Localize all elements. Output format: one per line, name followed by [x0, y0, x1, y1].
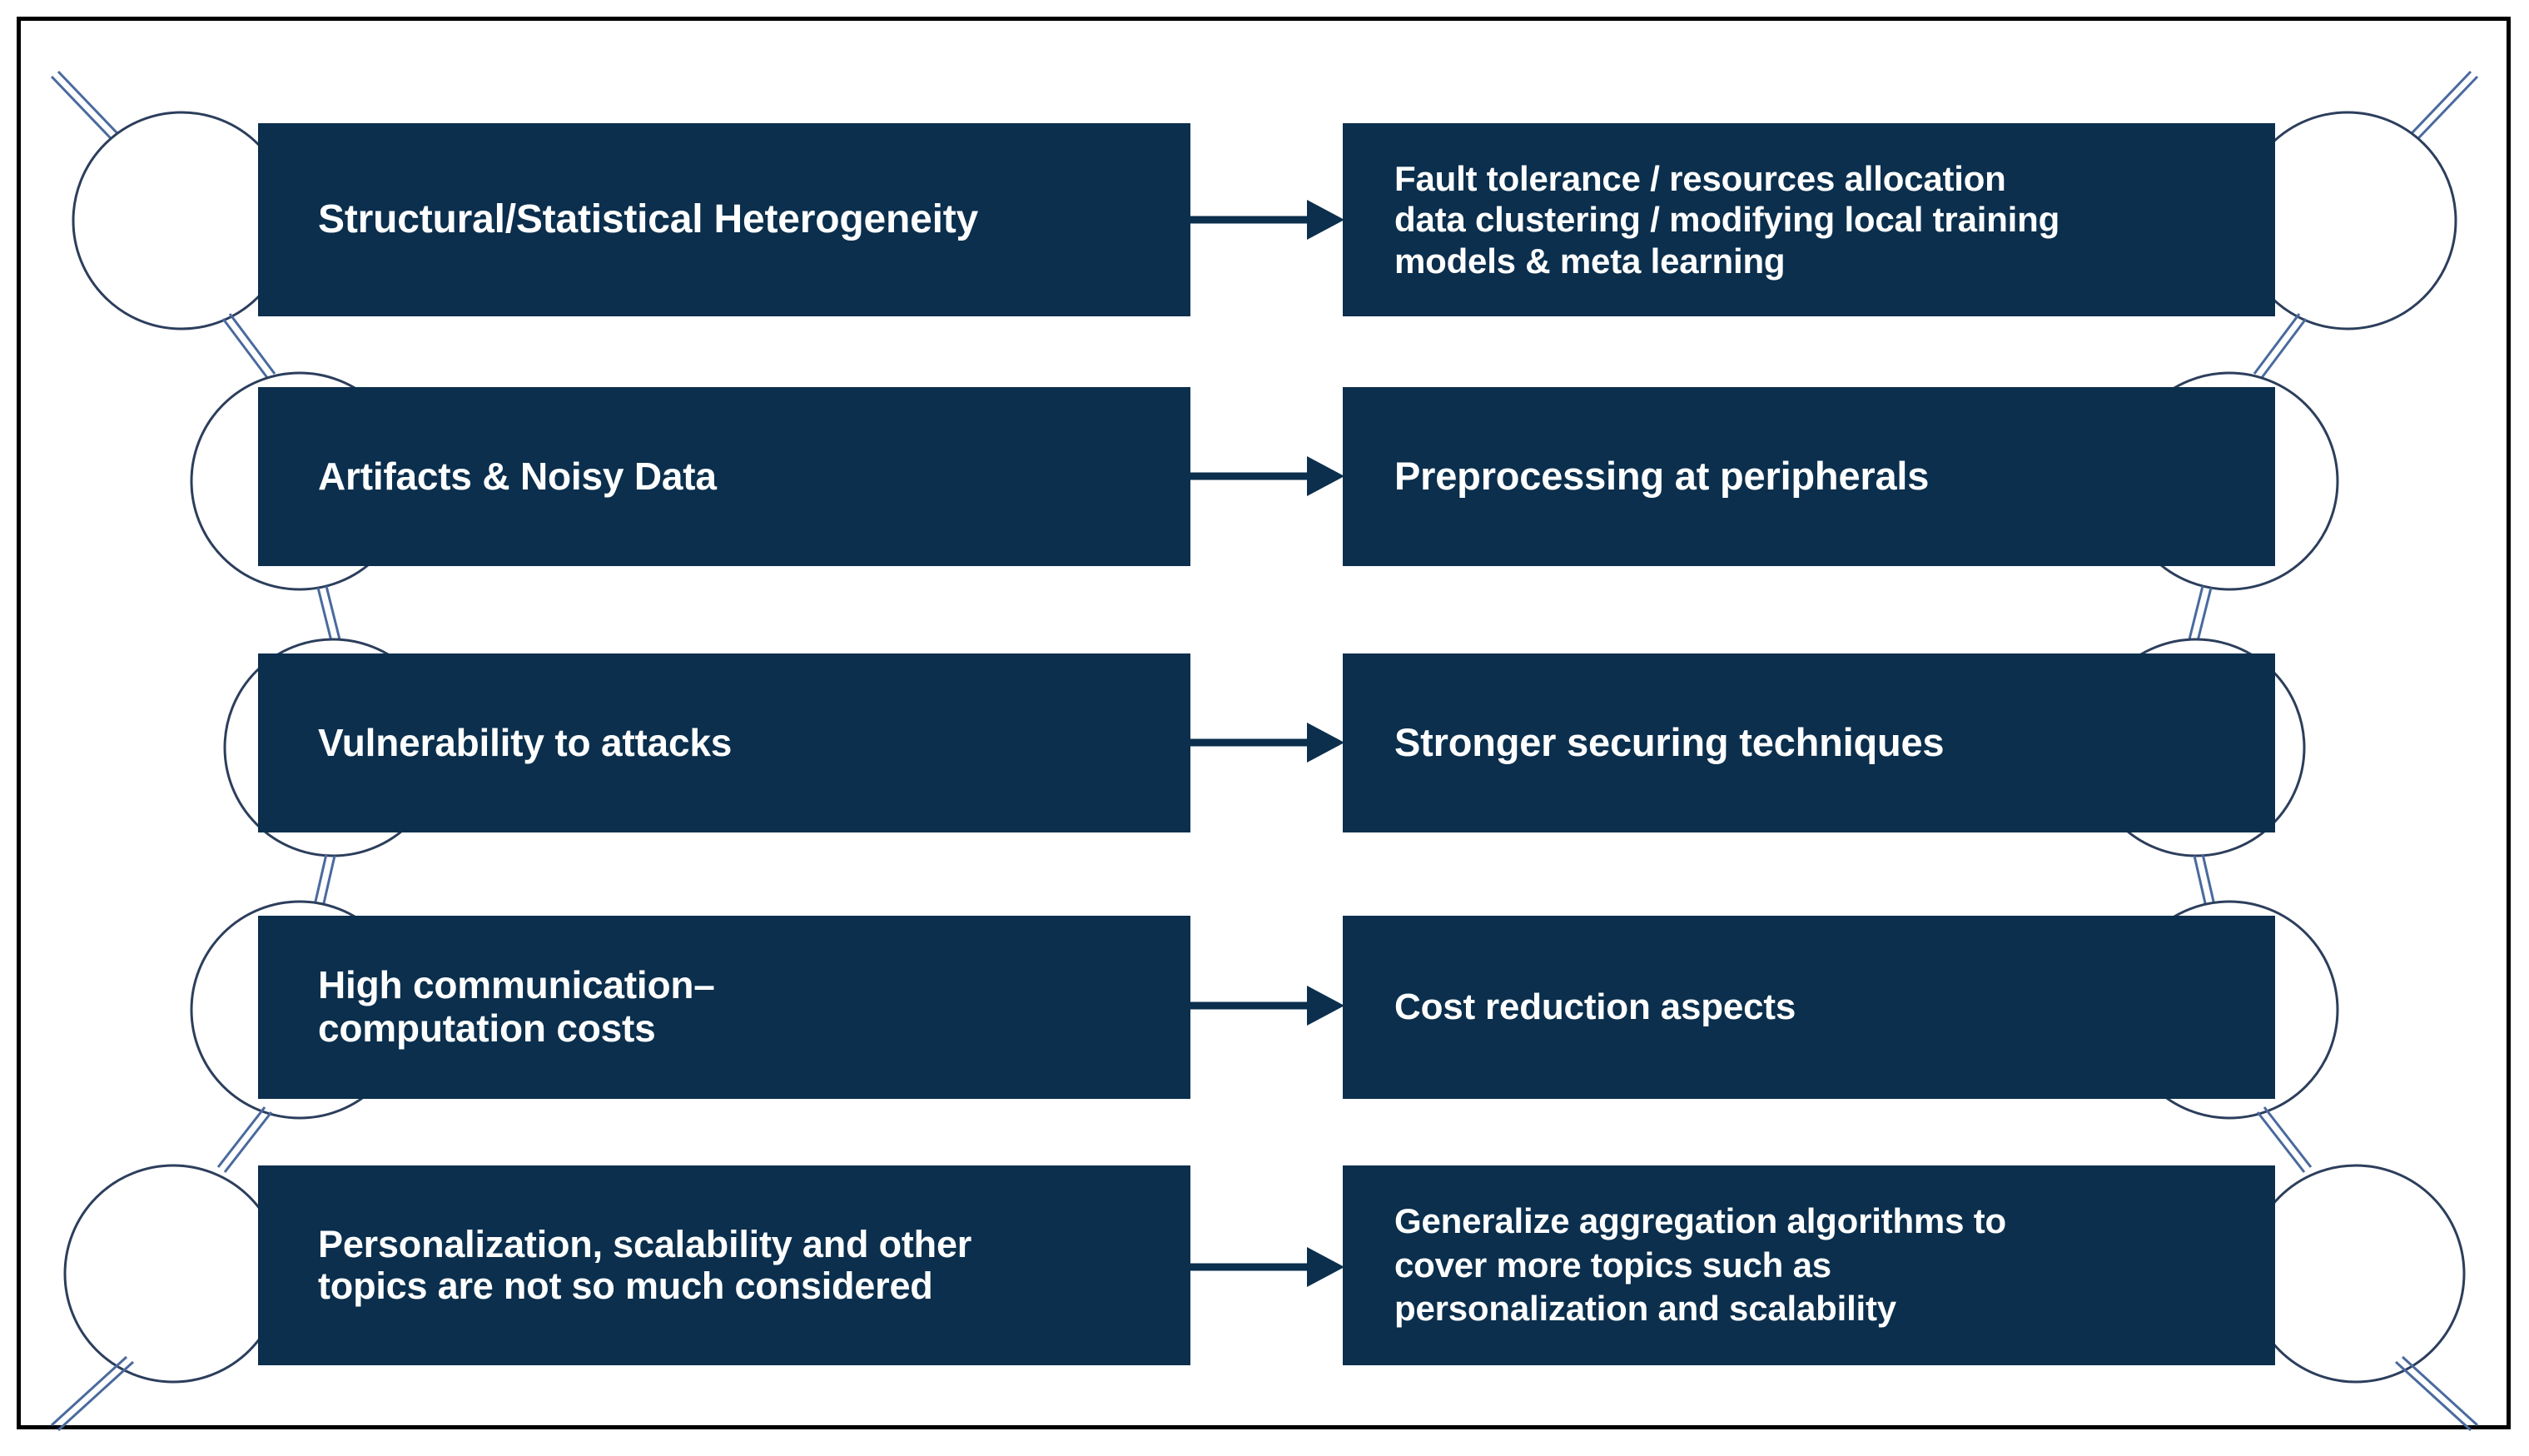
- challenge-label-1: Structural/Statistical Heterogeneity: [318, 197, 979, 242]
- solution-label-4: Cost reduction aspects: [1394, 986, 1796, 1028]
- challenge-box-3[interactable]: Vulnerability to attacks: [258, 653, 1190, 832]
- solution-box-4[interactable]: Cost reduction aspects: [1343, 916, 2275, 1099]
- challenge-box-1[interactable]: Structural/Statistical Heterogeneity: [258, 123, 1190, 316]
- challenge-label-3: Vulnerability to attacks: [318, 720, 733, 764]
- challenge-box-4[interactable]: High communication– computation costs: [258, 916, 1190, 1099]
- solution-label-5: Generalize aggregation algorithms to cov…: [1394, 1201, 2006, 1329]
- solution-box-5[interactable]: Generalize aggregation algorithms to cov…: [1343, 1165, 2275, 1365]
- solution-box-1[interactable]: Fault tolerance / resources allocation d…: [1343, 123, 2275, 316]
- solution-box-3[interactable]: Stronger securing techniques: [1343, 653, 2275, 832]
- solution-label-1: Fault tolerance / resources allocation d…: [1394, 158, 2060, 281]
- challenge-box-5[interactable]: Personalization, scalability and other t…: [258, 1165, 1190, 1365]
- solution-label-3: Stronger securing techniques: [1394, 720, 1945, 765]
- challenge-box-2[interactable]: Artifacts & Noisy Data: [258, 387, 1190, 566]
- challenge-label-4: High communication– computation costs: [318, 963, 715, 1050]
- solution-box-2[interactable]: Preprocessing at peripherals: [1343, 387, 2275, 566]
- solution-label-2: Preprocessing at peripherals: [1394, 454, 1930, 499]
- challenge-label-2: Artifacts & Noisy Data: [318, 454, 717, 498]
- challenge-label-5: Personalization, scalability and other t…: [318, 1222, 972, 1307]
